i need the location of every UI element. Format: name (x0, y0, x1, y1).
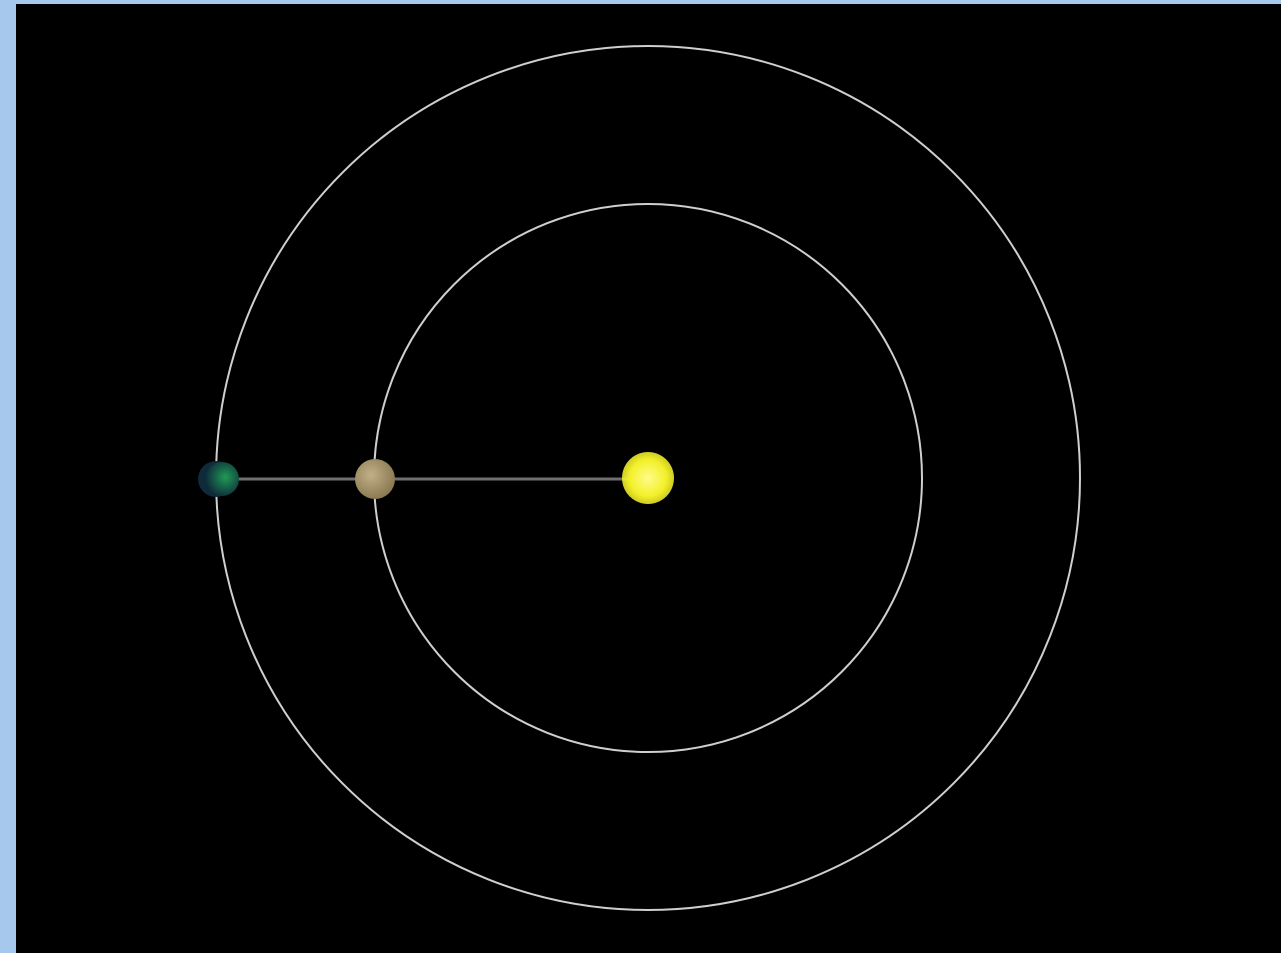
sun-icon (622, 452, 674, 504)
brown-planet-icon (355, 459, 395, 499)
simulation-canvas (16, 4, 1281, 953)
orbit-diagram (16, 4, 1281, 953)
green-planet-icon (198, 461, 239, 497)
